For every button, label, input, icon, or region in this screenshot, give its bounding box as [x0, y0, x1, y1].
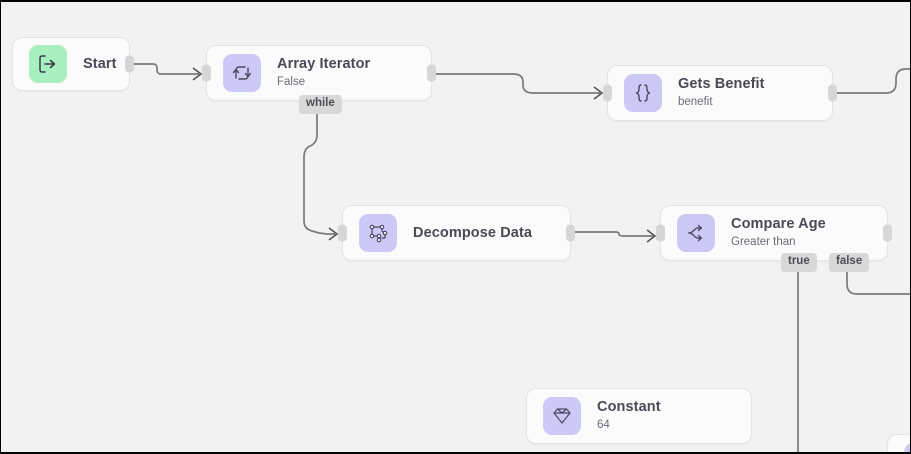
curly-braces-icon	[624, 74, 662, 112]
input-handle[interactable]	[656, 224, 665, 242]
node-title: Array Iterator	[277, 56, 371, 73]
node-decompose-data-text: Decompose Data	[413, 224, 532, 242]
node-start-text: Start	[83, 55, 117, 73]
node-gets-benefit-text: Gets Benefit benefit	[678, 75, 765, 111]
input-handle[interactable]	[603, 84, 612, 102]
node-constant[interactable]: Constant 64	[526, 388, 752, 444]
arrow-into-bracket-icon	[29, 45, 67, 83]
node-subtitle: False	[277, 76, 306, 89]
input-handle[interactable]	[202, 64, 211, 82]
loop-arrows-icon	[223, 54, 261, 92]
node-title: Compare Age	[731, 216, 826, 233]
node-constant-text: Constant 64	[597, 398, 661, 434]
node-title: Constant	[597, 399, 661, 416]
output-handle[interactable]	[828, 84, 837, 102]
branch-label-false[interactable]: false	[829, 253, 870, 272]
edge-compare-age-false-right	[846, 272, 910, 295]
edge-decompose-data-to-compare-age	[571, 229, 657, 243]
output-handle[interactable]	[125, 55, 134, 73]
node-start[interactable]: Start	[12, 37, 134, 91]
node-compare-age-text: Compare Age Greater than	[731, 215, 826, 251]
node-subtitle: benefit	[678, 96, 713, 109]
node-offscreen-bottom-right[interactable]	[887, 434, 910, 452]
output-handle[interactable]	[566, 224, 575, 242]
node-subtitle: 64	[597, 419, 610, 432]
node-array-iterator[interactable]: Array Iterator False	[202, 45, 436, 101]
edge-array-iterator-to-gets-benefit	[432, 73, 604, 100]
output-handle[interactable]	[883, 224, 892, 242]
edge-start-to-array-iterator	[130, 63, 203, 81]
branch-compare-icon	[677, 214, 715, 252]
branch-label-true[interactable]: true	[781, 253, 817, 272]
node-title: Start	[83, 55, 117, 72]
node-array-iterator-text: Array Iterator False	[277, 55, 370, 91]
node-decompose-data[interactable]: Decompose Data	[338, 205, 575, 261]
node-title: Gets Benefit	[678, 76, 765, 93]
node-gets-benefit[interactable]: Gets Benefit benefit	[603, 65, 837, 121]
node-subtitle: Greater than	[731, 236, 796, 249]
edge-while-to-decompose-data	[303, 114, 339, 241]
edge-gets-benefit-to-offscreen-right	[833, 68, 910, 94]
node-title: Decompose Data	[413, 224, 533, 241]
input-handle[interactable]	[338, 224, 347, 242]
output-handle[interactable]	[427, 64, 436, 82]
diamond-gem-icon	[543, 397, 581, 435]
graph-nodes-icon	[359, 214, 397, 252]
offscreen-node-icon	[904, 443, 910, 452]
node-compare-age[interactable]: Compare Age Greater than	[656, 205, 892, 261]
branch-label-while[interactable]: while	[299, 95, 342, 114]
